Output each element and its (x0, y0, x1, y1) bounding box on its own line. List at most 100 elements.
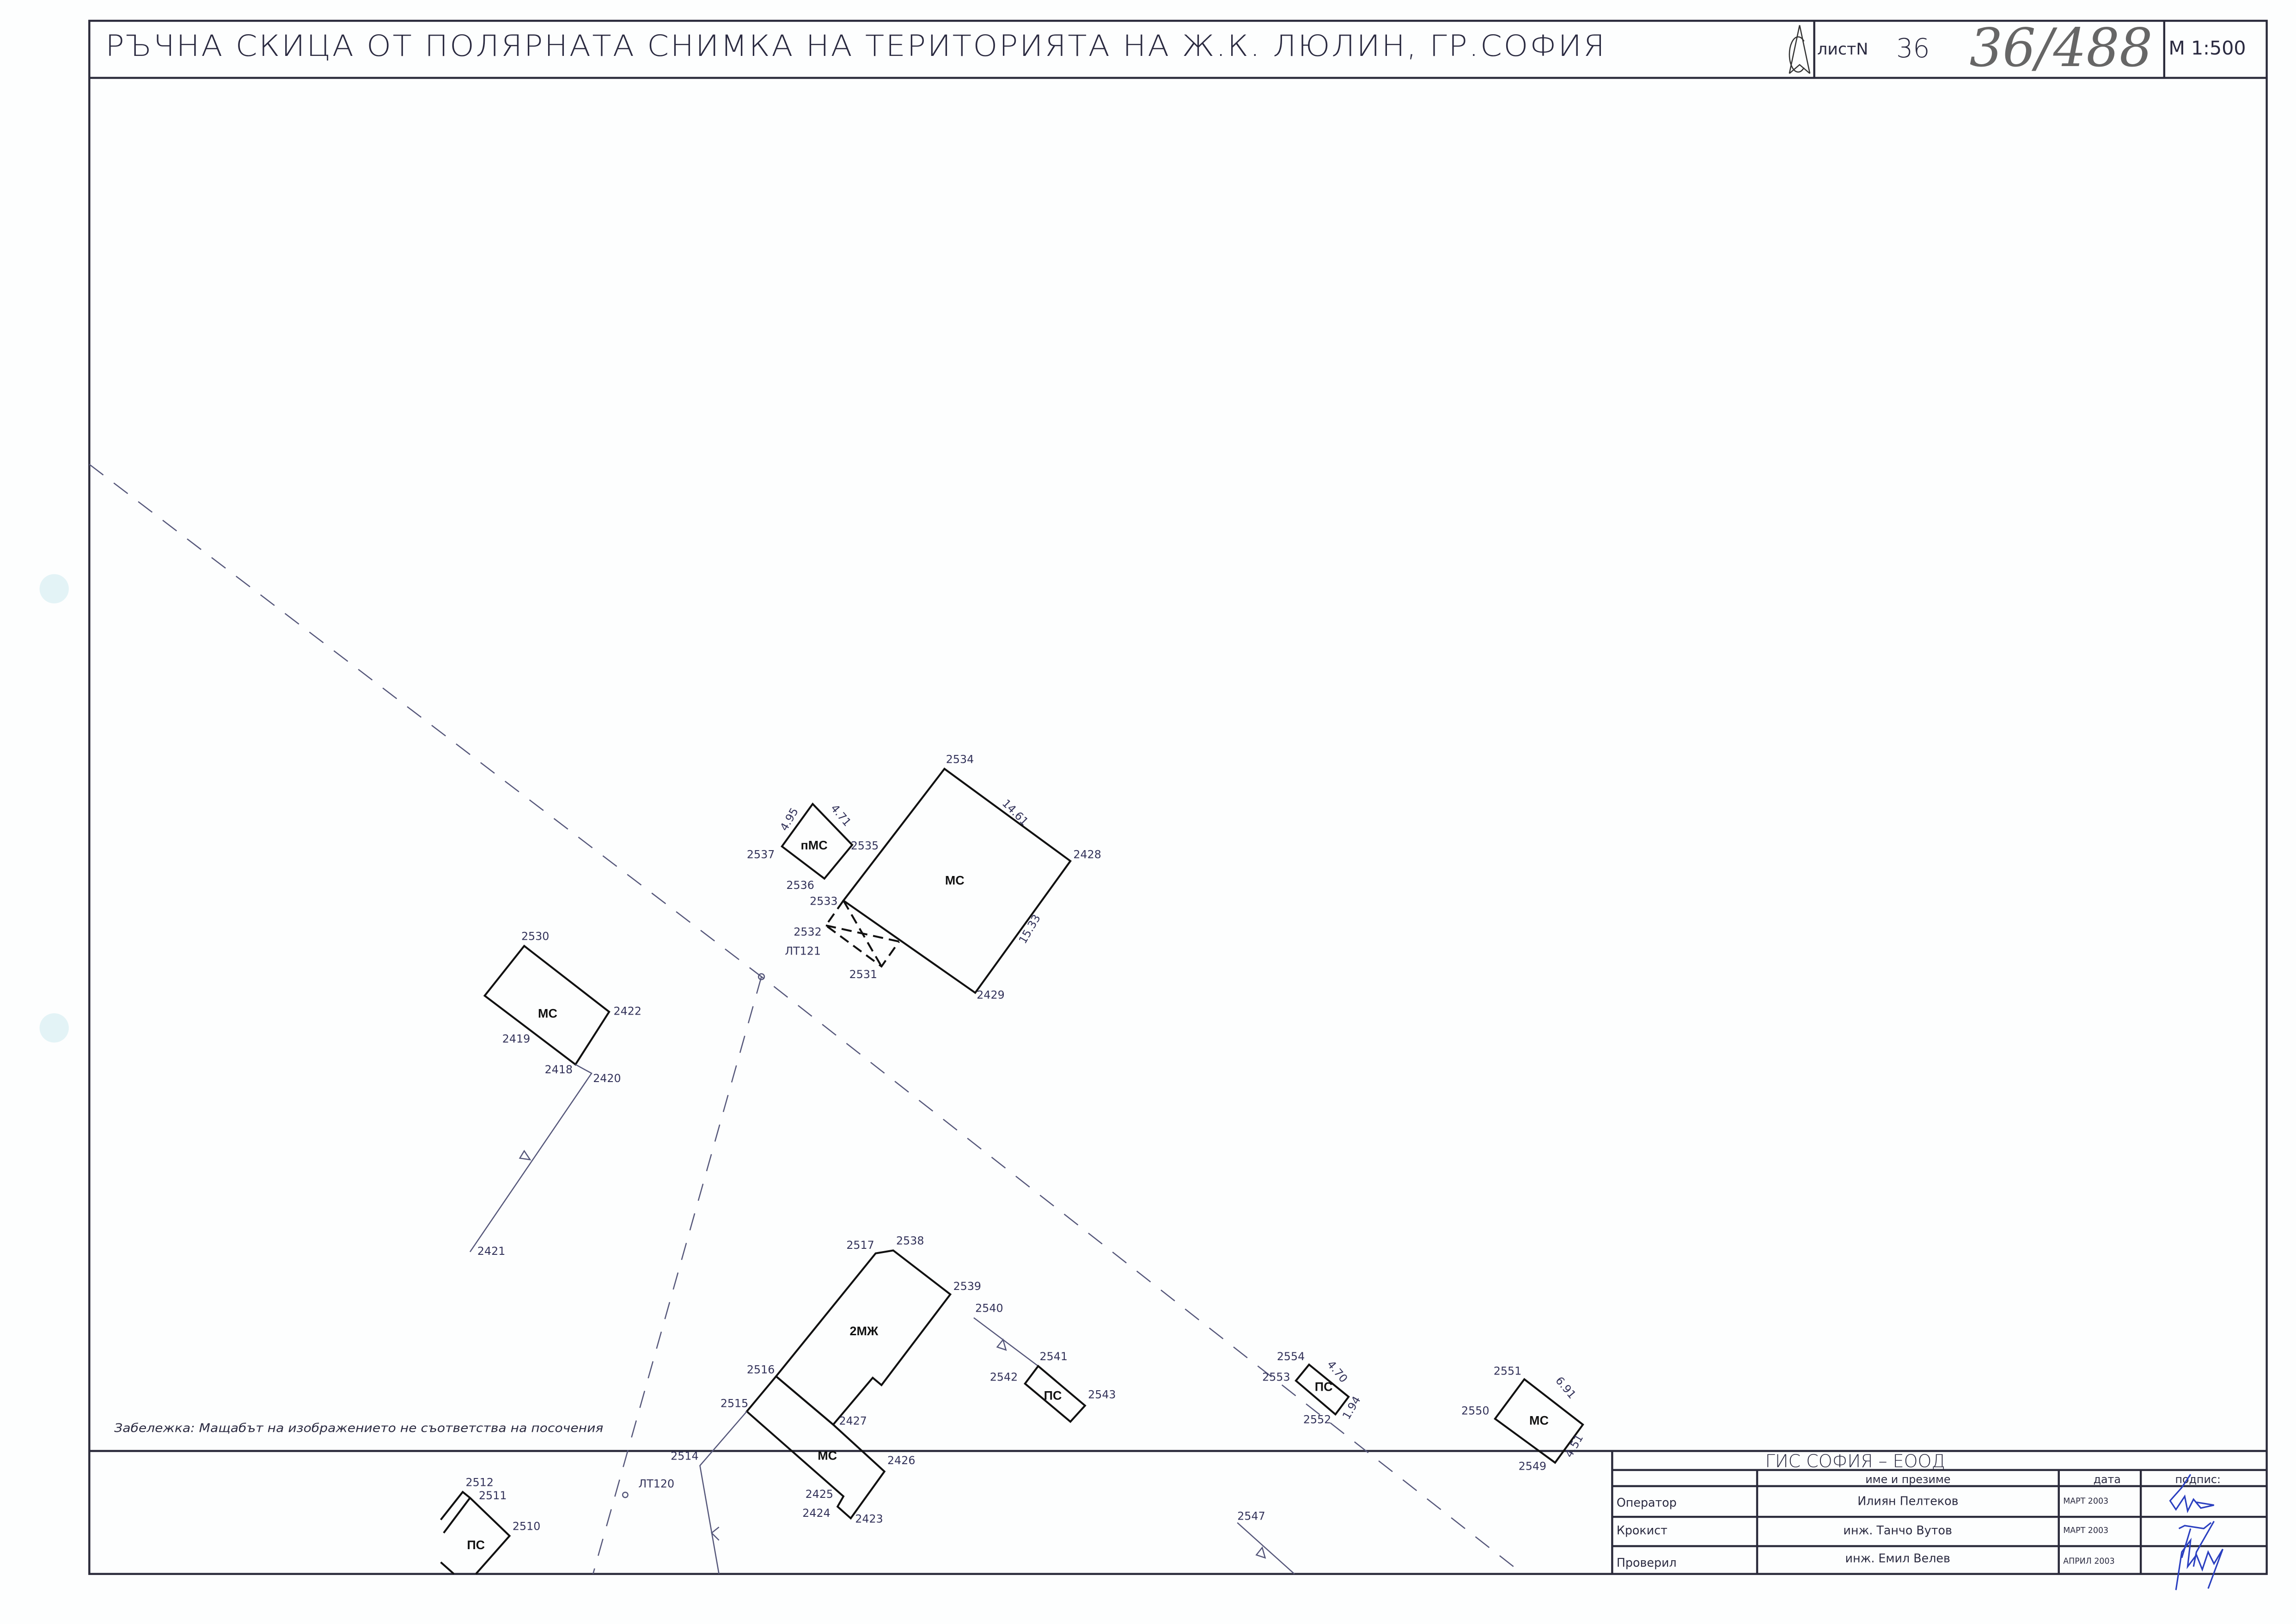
building-outline (842, 767, 1072, 994)
point-label: 2532 (794, 925, 821, 938)
point-label: 2423 (855, 1513, 883, 1526)
point-label: 2419 (502, 1033, 530, 1046)
point-label: 2543 (1088, 1388, 1116, 1401)
survey-line (973, 1317, 1039, 1367)
dimension-label: 6.91 (1553, 1374, 1578, 1401)
building-label: МС (818, 1449, 837, 1463)
point-label: 2530 (521, 930, 549, 943)
punch-hole (39, 574, 69, 604)
building-outline (1024, 1364, 1087, 1423)
direction-triangle-icon (996, 1338, 1007, 1351)
building-label: ПС (1315, 1380, 1333, 1394)
name-krokist: инж. Танчо Вутов (1843, 1523, 1952, 1537)
header-date: дата (2094, 1473, 2121, 1486)
demolished-structure (824, 900, 900, 968)
point-label: 2541 (1040, 1350, 1068, 1363)
point-label: 2542 (990, 1370, 1018, 1383)
handwritten-sheet-number: 36/488 (1969, 17, 2152, 79)
point-label: 2533 (810, 895, 837, 908)
building-outline (483, 944, 611, 1066)
dimension-label: 4.51 (1563, 1432, 1586, 1460)
geodesy-emblem-icon (1789, 25, 1811, 74)
survey-line (699, 1411, 747, 1574)
building-outline (781, 802, 854, 880)
date-krokist: МАРТ 2003 (2063, 1526, 2108, 1535)
title-block: ГИС СОФИЯ – ЕООД име и презиме дата подп… (1611, 1451, 2267, 1590)
dimension-labels: 14.61 15.33 4.95 4.71 4.70 1.94 6.91 4.5… (777, 797, 1586, 1460)
point-label: 2531 (849, 968, 877, 981)
point-label: 2422 (614, 1004, 641, 1017)
survey-line (469, 1064, 592, 1253)
point-label: 2424 (802, 1507, 830, 1520)
point-label: 2421 (477, 1245, 505, 1258)
point-label: 2418 (545, 1063, 573, 1076)
point-label: 2534 (946, 753, 974, 766)
direction-triangle-icon (519, 1150, 531, 1161)
punch-hole (39, 1013, 69, 1043)
signature-checker (2175, 1538, 2224, 1590)
header-name: име и презиме (1865, 1473, 1950, 1486)
point-label: 2428 (1073, 848, 1101, 861)
direction-triangle-icon (1255, 1546, 1266, 1559)
building-label: пМС (801, 838, 828, 852)
station-label: ЛТ120 (638, 1478, 674, 1490)
company-name: ГИС СОФИЯ – ЕООД (1765, 1451, 1945, 1471)
name-checked: инж. Емил Велев (1845, 1551, 1950, 1565)
building-label: МС (538, 1007, 557, 1021)
point-label: 2540 (975, 1302, 1003, 1314)
point-label: 2512 (466, 1476, 494, 1489)
survey-line (1237, 1522, 1295, 1575)
header-signature: подпис: (2175, 1473, 2221, 1486)
sheet-title: РЪЧНА СКИЦА ОТ ПОЛЯРНАТА СНИМКА НА ТЕРИТ… (105, 29, 1606, 63)
point-label: 2539 (953, 1280, 981, 1293)
point-label: 2511 (479, 1489, 507, 1502)
date-operator: МАРТ 2003 (2063, 1497, 2108, 1506)
point-label: 2554 (1277, 1350, 1305, 1363)
point-label: 2510 (513, 1520, 540, 1533)
point-label: 2426 (887, 1454, 915, 1467)
building-label: 2МЖ (849, 1324, 878, 1338)
building-label: МС (945, 873, 965, 887)
point-label: 2514 (671, 1450, 698, 1463)
map-scale: М 1:500 (2168, 37, 2246, 59)
building-label: МС (1529, 1413, 1549, 1427)
building-outline (1295, 1363, 1350, 1416)
scale-note: Забележка: Мащабът на изображението не с… (114, 1421, 603, 1435)
role-operator: Оператор (1617, 1496, 1677, 1509)
point-label: 2537 (747, 848, 775, 861)
sheet-number: 36 (1896, 33, 1930, 64)
dimension-label: 4.95 (777, 805, 801, 833)
building-label: ПС (467, 1538, 485, 1552)
point-label: 2427 (839, 1414, 867, 1427)
station-label: ЛТ121 (785, 944, 821, 957)
name-operator: Илиян Пелтеков (1857, 1494, 1958, 1508)
station-point-icon (622, 1491, 629, 1498)
boundary-dashed-line (592, 976, 762, 1574)
signature-krokist (2178, 1521, 2215, 1567)
point-label: 2547 (1237, 1509, 1265, 1522)
building-outline (745, 1375, 886, 1520)
dimension-label: 1.94 (1340, 1394, 1363, 1422)
building-outline (440, 1490, 511, 1575)
point-label: 2420 (593, 1072, 621, 1085)
point-label: 2517 (846, 1239, 874, 1252)
point-label: 2549 (1519, 1460, 1546, 1473)
point-label: 2429 (977, 988, 1004, 1001)
building-outline (775, 1249, 952, 1426)
point-label: 2551 (1494, 1365, 1521, 1378)
point-label: 2425 (806, 1488, 833, 1501)
point-label: 2536 (786, 879, 814, 892)
signature-operator (2169, 1474, 2214, 1514)
sheet-frame (88, 19, 2268, 1575)
point-label: 2535 (851, 839, 879, 852)
role-checked: Проверил (1617, 1556, 1677, 1569)
point-labels: 2534 2428 2429 2533 2537 2535 2536 2532 … (466, 753, 1547, 1533)
point-label: 2516 (747, 1363, 775, 1376)
point-label: 2552 (1303, 1413, 1331, 1426)
direction-arrow-icon (710, 1527, 720, 1541)
point-label: 2550 (1461, 1404, 1489, 1417)
point-label: 2553 (1262, 1370, 1290, 1383)
role-krokist: Крокист (1617, 1523, 1667, 1537)
point-label: 2515 (721, 1397, 748, 1410)
